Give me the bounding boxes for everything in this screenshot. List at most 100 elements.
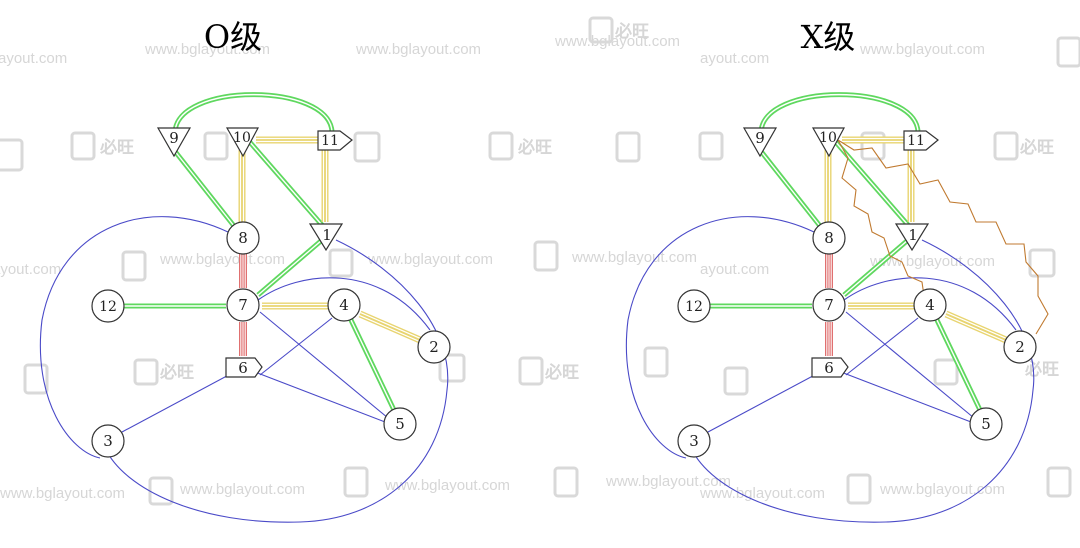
node-3 (91, 424, 125, 458)
watermark-logo-icon (933, 358, 959, 386)
watermark-logo-icon (353, 131, 381, 163)
watermark-logo-icon (723, 366, 749, 396)
node-11-arrow (317, 130, 353, 151)
edge-7-2-arc (257, 277, 431, 331)
node-label: 3 (689, 432, 699, 450)
brown-zigzag-lines (837, 139, 1049, 335)
watermark-logo-icon (488, 131, 514, 161)
watermark-url: ayout.com (0, 50, 67, 67)
watermark-logo-icon (1056, 36, 1080, 68)
watermark-logo-icon (860, 131, 886, 161)
watermark-url: www.bglayout.com (384, 477, 510, 494)
node-label: 1 (322, 226, 332, 244)
node-label: 12 (685, 299, 703, 315)
node-6-pentagon (811, 357, 849, 378)
edge-4-2 (944, 310, 1008, 344)
watermark-url: www.bglayout.com (179, 481, 305, 498)
node-9-triangle (156, 127, 192, 158)
diagram-title: X级 (801, 18, 856, 56)
watermark-logo-icon (1028, 248, 1056, 278)
node-label: 10 (233, 130, 251, 146)
node-8 (812, 221, 846, 255)
red-lines (825, 254, 833, 356)
node-label: 12 (99, 299, 117, 315)
watermark-url: www.bglayout.com (859, 41, 985, 58)
green-lines (122, 92, 397, 412)
node-label: 11 (907, 133, 925, 149)
watermark-logo-icon (588, 16, 614, 44)
watermark-logo-text: 必旺 (1024, 359, 1059, 380)
node-6-pentagon (225, 357, 263, 378)
node-7 (226, 288, 260, 322)
watermark-logo-text: 必旺 (99, 137, 134, 158)
watermark-logo-icon (643, 346, 669, 378)
edge-7-5 (259, 311, 389, 419)
node-5 (383, 407, 417, 441)
watermark-url: www.bglayout.com (571, 249, 697, 266)
watermark-logo-icon (343, 466, 369, 498)
edge-3-6 (121, 369, 239, 433)
watermark-logo-icon (615, 131, 641, 163)
node-1-triangle (894, 223, 930, 252)
watermark-logo-icon (203, 131, 229, 161)
watermark-url: www.bglayout.com (879, 481, 1005, 498)
red-lines (239, 254, 247, 356)
watermark-logo-icon (23, 363, 49, 395)
node-label: 5 (395, 415, 405, 433)
edge-7-5 (845, 311, 975, 419)
watermark-logo-icon (533, 240, 559, 272)
node-8 (226, 221, 260, 255)
node-label: 6 (824, 359, 834, 377)
edge-8-3-arc (39, 216, 229, 459)
node-label: 6 (238, 359, 248, 377)
watermark-logo-icon (553, 466, 579, 498)
watermark-url: www.bglayout.com (355, 41, 481, 58)
blue-lines (39, 216, 449, 523)
watermark-logo-icon (70, 131, 96, 161)
node-10-triangle (811, 127, 846, 158)
edge-9-11-arc (172, 92, 335, 134)
edge-9-11-arc (758, 92, 921, 134)
watermark-url: www.bglayout.com (605, 473, 731, 490)
node-4 (327, 288, 361, 322)
node-label: 4 (339, 296, 349, 314)
node-label: 7 (824, 296, 834, 314)
node-label: 9 (169, 129, 179, 147)
node-2 (417, 330, 451, 364)
watermark-logo-text: 必旺 (1019, 137, 1054, 158)
node-label: 3 (103, 432, 113, 450)
watermark-logo-icon (846, 473, 872, 505)
watermark-logo-icon (1046, 466, 1072, 498)
watermark-logo-icon (438, 353, 466, 383)
watermark-url: www.bglayout.com (869, 253, 995, 270)
node-label: 1 (908, 226, 918, 244)
node-9-triangle (742, 127, 778, 158)
watermark-url: www.bglayout.com (367, 251, 493, 268)
watermark-logo-icon (698, 131, 724, 161)
watermark-logo-icon (0, 138, 24, 172)
node-1-triangle (308, 223, 344, 252)
watermark-logo-text: 必旺 (159, 362, 194, 383)
edge-1-3-arc (690, 239, 1035, 523)
node-5 (969, 407, 1003, 441)
node-7 (812, 288, 846, 322)
node-12 (677, 289, 711, 323)
edge-3-6 (707, 369, 825, 433)
yellow-lines (238, 136, 422, 344)
node-2 (1003, 330, 1037, 364)
node-label: 8 (238, 229, 248, 247)
watermark-url: www.bglayout.com (699, 485, 825, 502)
edge-6-4 (845, 317, 919, 376)
watermark-layer: www.bglayout.com www.bglayout.com ayout.… (0, 16, 1080, 506)
edge-6-5 (840, 371, 972, 423)
diagram-x-level: X级 (625, 18, 1049, 523)
watermark-logo-text: 必旺 (544, 362, 579, 383)
edge-1-3-arc (104, 239, 449, 523)
watermark-logo-icon (133, 358, 159, 386)
watermark-logo-icon (993, 131, 1019, 161)
yellow-lines (824, 136, 1008, 344)
watermark-url: www.bglayout.com (554, 33, 680, 50)
node-label: 4 (925, 296, 935, 314)
edge-10-2-zigzag (837, 139, 1049, 335)
edge-6-5 (254, 371, 386, 423)
